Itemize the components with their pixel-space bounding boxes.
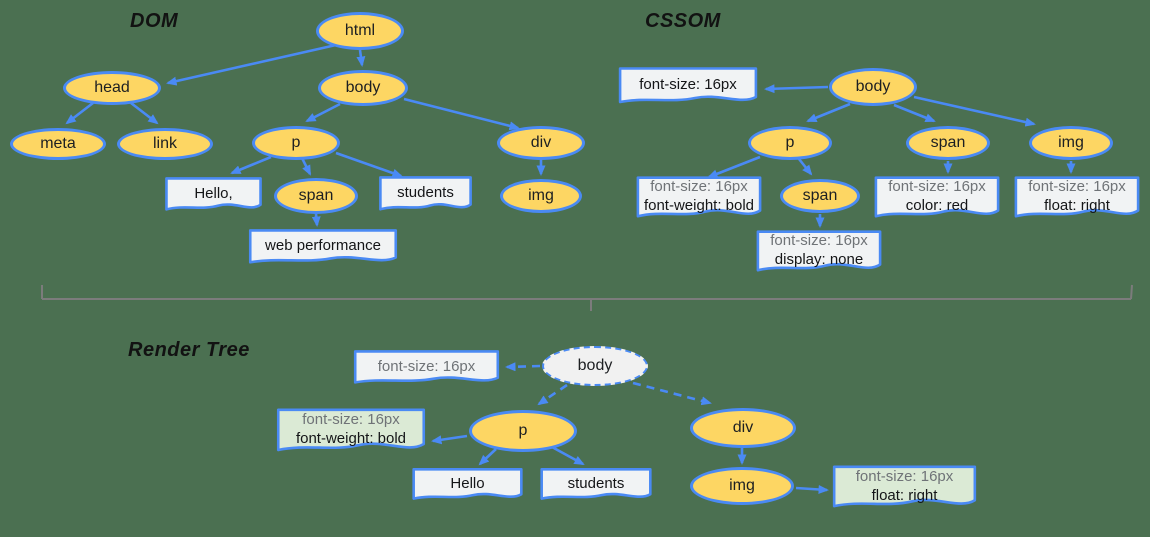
arrow-body-div	[403, 97, 520, 131]
cssom-section-title: CSSOM	[645, 10, 721, 32]
rt-node-div: div	[690, 408, 796, 448]
dom-node-div: div	[497, 126, 585, 160]
arrow-cssom-p-span	[797, 158, 813, 176]
arrow-cssom-p-rule	[707, 155, 761, 179]
cssom-node-img: img	[1029, 126, 1113, 160]
dom-textnode-web-performance: web performance	[248, 229, 398, 267]
cssom-node-span: span	[906, 126, 990, 160]
dom-node-body: body	[318, 70, 408, 106]
arrow-rt-img-rule	[795, 484, 829, 494]
rt-node-p: p	[469, 410, 577, 452]
cssom-node-span-child: span	[780, 179, 860, 213]
combine-bracket-right-tick	[1130, 284, 1133, 300]
arrow-head-link	[130, 101, 159, 125]
rt-textnode-students: students	[540, 468, 652, 503]
render-tree-section-title: Render Tree	[128, 339, 250, 361]
arrow-p-span	[300, 157, 312, 176]
arrow-span-webperf	[311, 213, 321, 227]
dom-section-title: DOM	[130, 10, 179, 32]
dom-textnode-hello: Hello,	[165, 177, 262, 214]
arrow-rt-body-p	[537, 383, 568, 406]
arrow-rt-body-div	[632, 381, 712, 406]
dom-node-html: html	[316, 12, 404, 50]
cssom-rule-body: font-size: 16px	[618, 67, 758, 107]
arrow-body-p	[305, 102, 341, 123]
cssom-node-body: body	[829, 68, 917, 106]
arrow-html-head	[166, 43, 337, 86]
dom-node-p: p	[252, 126, 340, 160]
rt-textnode-hello: Hello	[412, 468, 523, 503]
arrow-p-students	[335, 151, 403, 178]
dom-node-head: head	[63, 71, 161, 105]
dom-textnode-students: students	[379, 176, 472, 214]
arrow-rt-p-students	[551, 445, 585, 466]
arrow-cssom-body-span	[893, 103, 936, 123]
dom-node-img: img	[500, 179, 582, 213]
arrow-cssom-body-img	[913, 95, 1036, 127]
arrow-p-hello	[230, 155, 272, 175]
rt-node-body: body	[542, 346, 648, 386]
rt-rule-body: font-size: 16px	[353, 350, 500, 387]
arrow-rt-p-rule	[431, 434, 468, 445]
arrow-head-meta	[65, 101, 94, 125]
cssom-node-p: p	[748, 126, 832, 160]
dom-node-span: span	[274, 178, 358, 214]
dom-node-meta: meta	[10, 128, 106, 160]
arrow-html-body	[356, 49, 366, 67]
arrow-cssom-body-rule	[764, 84, 829, 94]
arrow-rt-body-rule	[505, 362, 541, 372]
dom-node-link: link	[117, 128, 213, 160]
arrow-cssom-body-p	[806, 102, 851, 123]
rt-node-img: img	[690, 467, 794, 505]
arrow-rt-p-hello	[478, 448, 497, 466]
